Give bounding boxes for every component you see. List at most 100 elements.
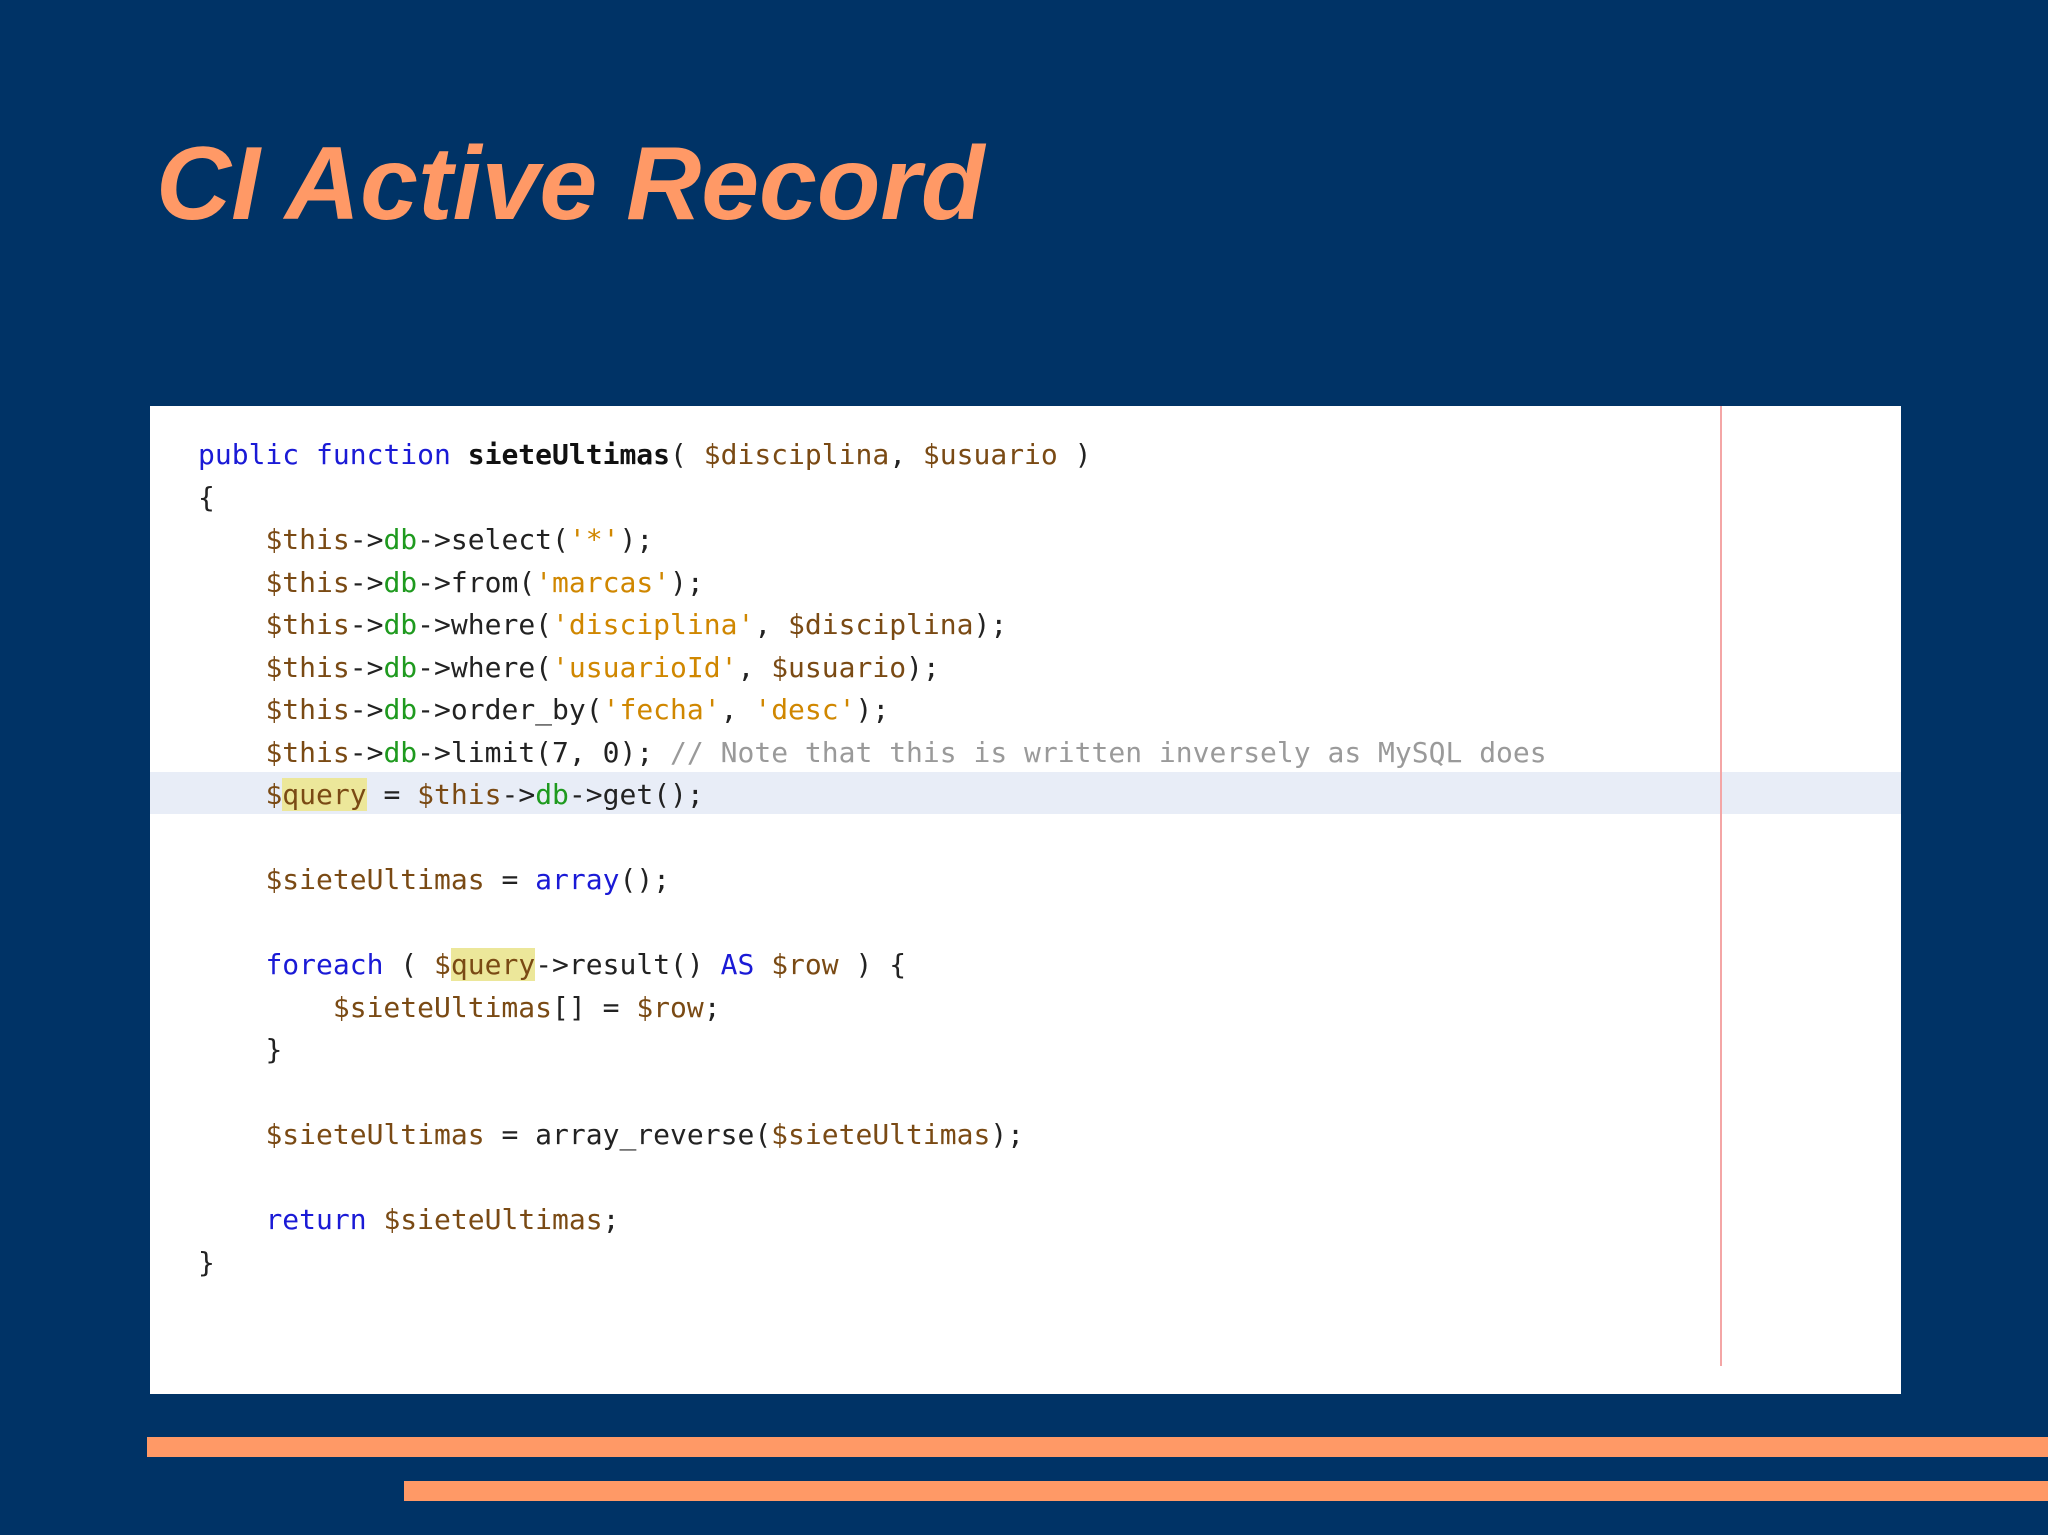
code-token: ->where( <box>417 608 553 641</box>
code-token: 'usuarioId' <box>552 650 738 684</box>
code-token: $this <box>265 650 350 684</box>
code-line: public function sieteUltimas( $disciplin… <box>198 434 1547 477</box>
code-token: '*' <box>568 523 620 556</box>
code-token: query <box>450 948 536 981</box>
code-token: db <box>383 608 418 641</box>
code-token: -> <box>349 608 384 641</box>
code-token: -> <box>349 523 384 556</box>
code-indent <box>198 566 265 599</box>
code-token: $sieteUltimas <box>332 990 553 1024</box>
code-token: ); <box>990 1118 1025 1151</box>
code-token: } <box>198 1245 215 1279</box>
code-line: return $sieteUltimas; <box>198 1199 1547 1242</box>
code-line: $sieteUltimas = array(); <box>198 859 1547 902</box>
code-line <box>198 1157 1547 1200</box>
code-token: $sieteUltimas <box>771 1118 991 1151</box>
code-line: } <box>198 1029 1547 1072</box>
code-line: $this->db->select('*'); <box>198 519 1547 562</box>
code-line: $sieteUltimas = array_reverse($sieteUlti… <box>198 1114 1547 1157</box>
code-token: ); <box>906 650 940 684</box>
code-line: $this->db->where('disciplina', $discipli… <box>198 604 1547 647</box>
code-token <box>299 438 316 471</box>
code-token: db <box>535 778 569 811</box>
code-token: $disciplina <box>788 608 974 641</box>
code-token: ->result() <box>535 948 721 981</box>
code-token: ->select( <box>417 523 569 556</box>
accent-bar-top <box>147 1437 2048 1457</box>
code-token: db <box>383 523 418 556</box>
code-token: $this <box>265 608 350 641</box>
code-token: $this <box>417 778 502 811</box>
code-token: $this <box>265 565 350 599</box>
code-token: 'marcas' <box>535 565 671 599</box>
code-token: foreach <box>265 948 384 981</box>
code-token: 'disciplina' <box>552 608 755 641</box>
code-line: } <box>198 1242 1547 1285</box>
code-token: 'fecha' <box>602 693 721 726</box>
code-line: $query = $this->db->get(); <box>198 774 1547 817</box>
code-line: { <box>198 477 1547 520</box>
code-token <box>367 1203 384 1236</box>
code-token: ; <box>703 990 721 1024</box>
code-line: $sieteUltimas[] = $row; <box>198 987 1547 1030</box>
code-line <box>198 1072 1547 1115</box>
code-block: public function sieteUltimas( $disciplin… <box>198 434 1547 1284</box>
code-indent <box>198 608 265 641</box>
code-token: $sieteUltimas <box>383 1203 603 1236</box>
code-token: $usuario <box>922 438 1058 471</box>
code-token: $this <box>265 735 350 769</box>
code-line: foreach ( $query->result() AS $row ) { <box>198 944 1547 987</box>
code-token: -> <box>349 693 384 726</box>
code-indent <box>198 863 265 896</box>
code-indent <box>198 948 265 981</box>
code-token: -> <box>349 650 384 684</box>
code-token: = <box>484 863 536 896</box>
code-token: $row <box>636 990 704 1024</box>
code-token: $sieteUltimas <box>265 1118 485 1151</box>
code-token: = array_reverse( <box>484 1118 772 1151</box>
code-token: ->limit(7, 0); <box>417 735 671 769</box>
code-indent <box>198 693 265 726</box>
code-token: $this <box>265 693 350 726</box>
code-token: -> <box>501 778 536 811</box>
code-token: ) { <box>838 948 907 981</box>
code-token: [] = <box>552 990 637 1024</box>
code-indent <box>198 1203 265 1236</box>
code-indent <box>198 1033 265 1066</box>
code-token: $disciplina <box>703 438 890 471</box>
code-token: ); <box>670 565 704 599</box>
code-token: ->from( <box>417 565 536 599</box>
code-token: sieteUltimas <box>467 438 671 471</box>
code-indent <box>198 778 265 811</box>
code-token: ->where( <box>417 650 553 684</box>
code-token: , <box>720 693 755 726</box>
code-token: ); <box>973 608 1008 641</box>
code-token: , <box>889 438 923 471</box>
slide-title: CI Active Record <box>156 126 985 242</box>
code-token: , <box>754 608 789 641</box>
code-token: db <box>383 650 418 684</box>
code-token: $ <box>265 778 283 811</box>
code-token: ->order_by( <box>417 693 603 726</box>
code-token: array <box>535 863 620 896</box>
code-token: ->get(); <box>568 778 704 811</box>
code-indent <box>198 523 265 556</box>
code-token: ( <box>670 438 704 471</box>
code-screenshot: public function sieteUltimas( $disciplin… <box>150 406 1901 1394</box>
code-token: ); <box>855 693 890 726</box>
code-token: -> <box>349 735 384 769</box>
code-line: $this->db->limit(7, 0); // Note that thi… <box>198 732 1546 775</box>
code-token: , <box>737 650 772 684</box>
code-token: db <box>383 693 418 726</box>
editor-margin-line <box>1720 406 1722 1366</box>
code-token: function <box>316 438 451 471</box>
code-token: query <box>282 778 367 811</box>
code-token: ) <box>1057 438 1092 471</box>
code-token <box>754 948 771 981</box>
code-line <box>198 902 1547 945</box>
current-line-highlight <box>150 772 1901 814</box>
code-indent <box>198 651 265 684</box>
code-token: ; <box>602 1203 620 1236</box>
code-token: db <box>383 735 418 769</box>
code-token: AS <box>720 948 755 981</box>
